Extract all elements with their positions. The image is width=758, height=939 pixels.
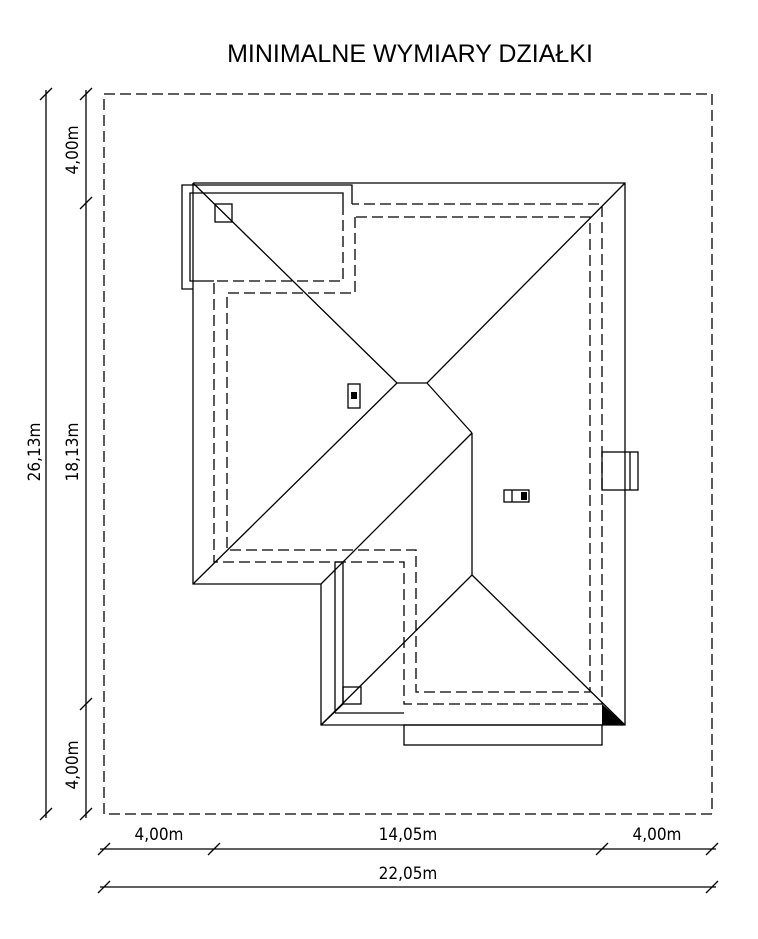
vent-icon xyxy=(503,489,530,503)
dim-bottom-right: 4,00m xyxy=(633,825,682,845)
roof-outline xyxy=(192,182,626,726)
corner-marker xyxy=(602,704,625,725)
dim-total-width: 22,05m xyxy=(379,864,438,884)
dim-total-depth: 26,13m xyxy=(25,423,45,482)
dim-left-top: 4,00m xyxy=(63,126,83,175)
chimney-right xyxy=(601,451,639,491)
horizontal-dimensions: 4,00m 14,05m 4,00m 22,05m xyxy=(97,825,719,894)
plot-boundary xyxy=(103,93,713,815)
vertical-dimensions: 4,00m 18,13m 4,00m 26,13m xyxy=(25,87,93,821)
building-walls xyxy=(213,203,603,705)
drawing-title: MINIMALNE WYMIARY DZIAŁKI xyxy=(227,40,593,68)
bottom-terrace xyxy=(403,724,603,746)
garage-box xyxy=(181,184,353,290)
dim-left-bottom: 4,00m xyxy=(63,741,83,790)
dim-building-depth: 18,13m xyxy=(63,423,83,482)
dim-bottom-left: 4,00m xyxy=(135,825,184,845)
dim-building-width: 14,05m xyxy=(379,825,438,845)
vent-icon xyxy=(347,383,361,409)
